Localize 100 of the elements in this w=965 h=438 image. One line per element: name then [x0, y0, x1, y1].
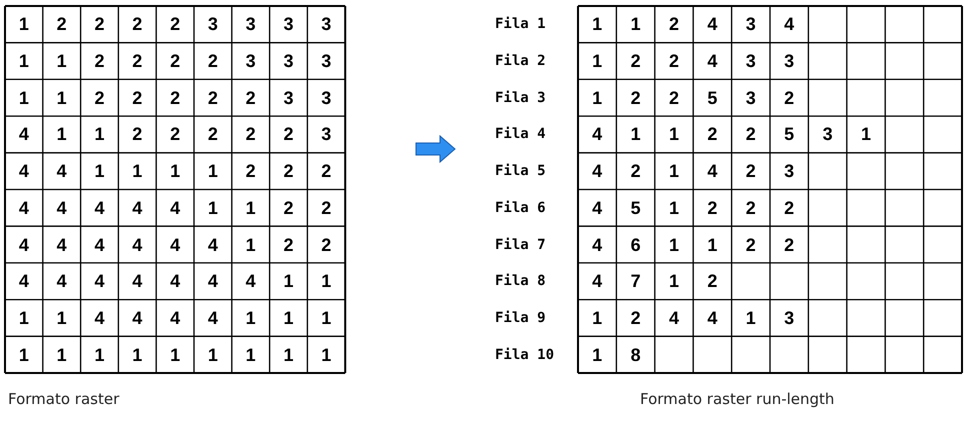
cell-value: 2: [131, 124, 144, 144]
cell-value: 1: [591, 88, 604, 108]
cell-value: 2: [668, 14, 680, 34]
cell-value: 2: [244, 88, 257, 108]
cell-value: 1: [668, 124, 680, 144]
cell-value: 2: [783, 88, 796, 108]
cell-value: 2: [282, 161, 294, 182]
cell-value: 1: [206, 198, 219, 218]
cell-value: 4: [591, 124, 604, 144]
cell-value: 1: [206, 344, 219, 365]
cell-value: 3: [282, 51, 294, 72]
cell-value: 4: [18, 198, 30, 218]
cell-value: 5: [630, 198, 642, 218]
row-label: Fila 5: [495, 162, 546, 182]
cell-value: 2: [783, 234, 796, 255]
cell-value: 3: [783, 308, 796, 328]
cell-value: 3: [320, 51, 332, 72]
cell-value: 4: [591, 271, 604, 292]
row-label: Fila 9: [495, 308, 546, 328]
cell-value: 2: [169, 14, 182, 34]
cell-value: 2: [282, 234, 294, 255]
cell-value: 3: [320, 14, 332, 34]
cell-value: 4: [244, 271, 257, 292]
cell-value: 1: [668, 271, 680, 292]
cell-value: 4: [706, 161, 718, 182]
cell-value: 1: [320, 344, 332, 365]
cell-value: 4: [131, 198, 144, 218]
cell-value: 1: [282, 271, 294, 292]
cell-value: 2: [744, 234, 757, 255]
cell-value: 4: [56, 234, 68, 255]
cell-value: 3: [320, 124, 332, 144]
cell-value: 3: [744, 14, 757, 34]
cell-value: 4: [131, 234, 144, 255]
cell-value: 1: [56, 308, 68, 328]
cell-value: 4: [94, 308, 106, 328]
cell-value: 4: [706, 308, 718, 328]
cell-value: 2: [744, 198, 757, 218]
cell-value: 4: [94, 234, 106, 255]
cell-value: 1: [18, 308, 30, 328]
row-label: Fila 2: [495, 52, 546, 72]
cell-value: 2: [320, 161, 332, 182]
cell-value: 1: [244, 198, 257, 218]
cell-value: 4: [131, 271, 144, 292]
cell-value: 4: [131, 308, 144, 328]
cell-value: 4: [94, 271, 106, 292]
cell-value: 1: [244, 308, 257, 328]
cell-value: 2: [744, 124, 757, 144]
cell-value: 1: [56, 88, 68, 108]
cell-value: 3: [744, 88, 757, 108]
cell-value: 1: [131, 344, 144, 365]
cell-value: 1: [282, 344, 294, 365]
cell-value: 3: [822, 124, 834, 144]
cell-value: 5: [783, 124, 796, 144]
cell-value: 2: [706, 198, 718, 218]
cell-value: 2: [131, 51, 144, 72]
row-label: Fila 7: [495, 236, 546, 255]
cell-value: 1: [18, 88, 30, 108]
cell-value: 1: [706, 234, 718, 255]
cell-value: 1: [169, 344, 182, 365]
cell-value: 4: [56, 198, 68, 218]
cell-value: 2: [630, 51, 642, 72]
cell-value: 3: [783, 161, 796, 182]
cell-value: 5: [706, 88, 718, 108]
cell-value: 1: [244, 344, 257, 365]
cell-value: 1: [131, 161, 144, 182]
cell-value: 2: [169, 88, 182, 108]
cell-value: 1: [591, 14, 604, 34]
cell-value: 4: [18, 271, 30, 292]
cell-value: 1: [56, 51, 68, 72]
cell-value: 6: [630, 234, 642, 255]
cell-value: 4: [206, 234, 219, 255]
cell-value: 2: [206, 88, 219, 108]
cell-value: 1: [94, 161, 106, 182]
cell-value: 2: [94, 14, 106, 34]
cell-value: 1: [860, 124, 872, 144]
cell-value: 2: [630, 88, 642, 108]
cell-value: 1: [169, 161, 182, 182]
cell-value: 1: [668, 161, 680, 182]
cell-value: 3: [320, 88, 332, 108]
cell-value: 1: [320, 308, 332, 328]
cell-value: 2: [244, 124, 257, 144]
cell-value: 2: [282, 124, 294, 144]
cell-value: 2: [206, 124, 219, 144]
cell-value: 2: [131, 88, 144, 108]
cell-value: 8: [630, 344, 642, 365]
cell-value: 3: [206, 14, 219, 34]
cell-value: 2: [282, 198, 294, 218]
row-label: Fila 3: [495, 88, 546, 108]
cell-value: 1: [18, 51, 30, 72]
cell-value: 4: [56, 271, 68, 292]
cell-value: 4: [206, 271, 219, 292]
cell-value: 1: [591, 51, 604, 72]
cell-value: 4: [18, 161, 30, 182]
cell-value: 1: [56, 344, 68, 365]
cell-value: 2: [169, 124, 182, 144]
cell-value: 4: [706, 51, 718, 72]
cell-value: 2: [94, 88, 106, 108]
cell-value: 1: [591, 308, 604, 328]
cell-value: 2: [668, 88, 680, 108]
cell-value: 3: [244, 14, 257, 34]
